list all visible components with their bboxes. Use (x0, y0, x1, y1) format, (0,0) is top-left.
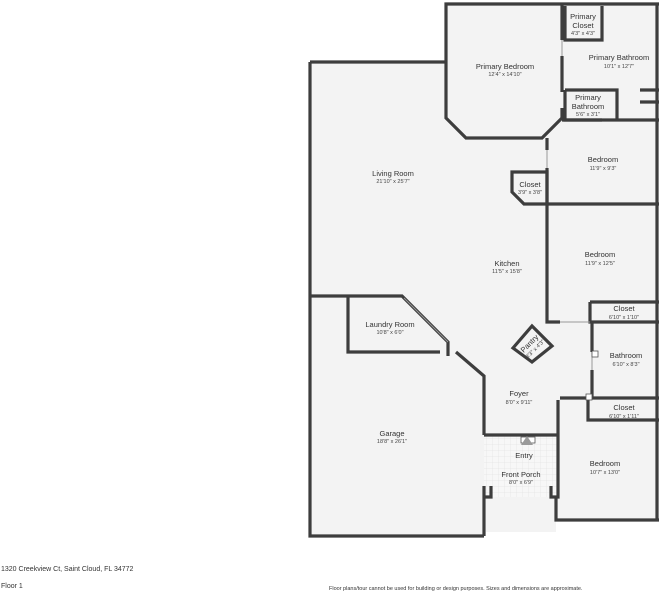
closet-center-dims: 3'9" x 3'8" (518, 190, 542, 196)
primary-bathroom-small-label-2: Bathroom (572, 102, 605, 111)
living-room-dims: 21'10" x 25'7" (376, 179, 409, 185)
bathroom-label: Bathroom (610, 351, 643, 360)
bathroom-dims: 6'10" x 8'3" (612, 362, 639, 368)
porch-floor (484, 435, 558, 497)
primary-bedroom-label: Primary Bedroom (476, 62, 534, 71)
disclaimer-text: Floor plans/tour cannot be used for buil… (329, 586, 583, 592)
living-room-label: Living Room (372, 169, 414, 178)
bedroom-2-dims: 11'9" x 12'5" (585, 261, 615, 267)
kitchen-dims: 11'5" x 15'8" (492, 269, 522, 275)
primary-closet-dims: 4'3" x 4'3" (571, 31, 595, 37)
address-text: 1320 Creekview Ct, Saint Cloud, FL 34772 (1, 566, 134, 573)
bedroom-1-dims: 11'9" x 9'3" (590, 166, 617, 172)
doors (403, 40, 593, 370)
bedroom-1-label: Bedroom (588, 155, 618, 164)
garage-label: Garage (379, 429, 404, 438)
primary-bathroom-dims: 10'1" x 12'7" (604, 64, 634, 70)
garage-dims: 18'8" x 26'1" (377, 439, 407, 445)
entry-label: Entry (515, 451, 533, 460)
foyer-label: Foyer (509, 389, 529, 398)
bedroom-2-label: Bedroom (585, 250, 615, 259)
primary-bathroom-label: Primary Bathroom (589, 53, 649, 62)
front-porch-dims: 8'0" x 6'9" (509, 480, 533, 486)
primary-bedroom-dims: 12'4" x 14'10" (488, 72, 521, 78)
bedroom-3-dims: 10'7" x 13'0" (590, 470, 620, 476)
front-porch-label: Front Porch (501, 470, 540, 479)
primary-closet-label-2: Closet (572, 21, 594, 30)
closet-2-label: Closet (613, 304, 635, 313)
closet-3-dims: 6'10" x 1'11" (609, 414, 639, 420)
closet-center-label: Closet (519, 180, 541, 189)
door-stop (585, 393, 593, 401)
floor-label: Floor 1 (1, 583, 23, 590)
laundry-room-label: Laundry Room (365, 320, 414, 329)
primary-closet-label: Primary (570, 12, 596, 21)
primary-bathroom-small-dims: 5'6" x 3'1" (576, 112, 600, 118)
closet-3-label: Closet (613, 403, 635, 412)
floor-fill (310, 2, 659, 536)
foyer-dims: 8'0" x 9'11" (506, 400, 533, 406)
closet-2-dims: 6'10" x 1'10" (609, 315, 639, 321)
room-labels: Primary Closet 4'3" x 4'3" Primary Bedro… (365, 12, 649, 486)
entry-arrow-icon (521, 436, 533, 445)
door-stop (591, 350, 599, 358)
walls (308, 2, 659, 538)
kitchen-label: Kitchen (494, 259, 519, 268)
bedroom-3-label: Bedroom (590, 459, 620, 468)
primary-bathroom-small-label: Primary (575, 93, 601, 102)
laundry-room-dims: 10'8" x 6'0" (376, 330, 403, 336)
